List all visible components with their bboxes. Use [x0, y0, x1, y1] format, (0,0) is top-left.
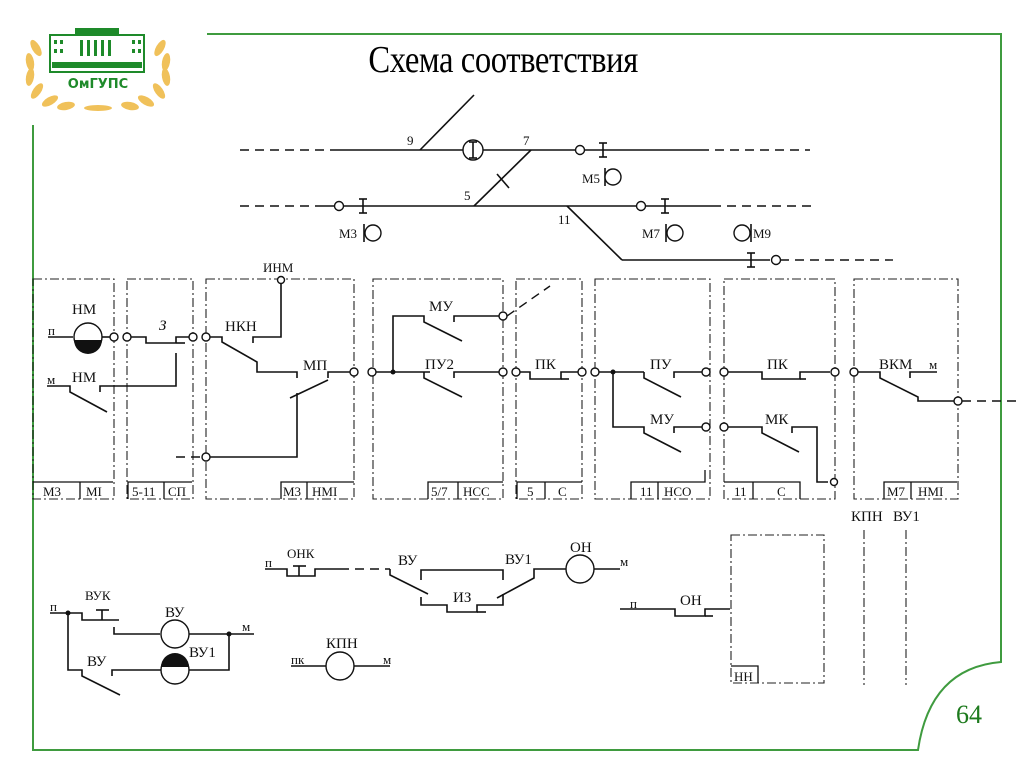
block-footer-label: 5 — [527, 484, 534, 499]
contact-label-mp: МП — [303, 358, 327, 374]
relay-label-on: ОН — [570, 540, 592, 556]
switch-label-9: 9 — [407, 133, 414, 148]
relay-nm-icon — [73, 322, 103, 354]
block-footer-label: НМI — [918, 484, 943, 499]
signal-label-m3: М3 — [339, 226, 357, 241]
relay-label-vu: ВУ — [165, 605, 185, 621]
contact-label-nm: НМ — [72, 370, 96, 386]
main-relay-circuit: п НМ З м НМ НКН ИНМ МП МУ — [47, 260, 1016, 487]
contact-label-iz: ИЗ — [453, 590, 471, 606]
terminal-m2: м — [929, 357, 937, 372]
on-indicator-circuit: п ОН НН КПН ВУ1 — [620, 509, 920, 685]
switch-label-11: 11 — [558, 212, 571, 227]
block-footer-label: 11 — [640, 484, 653, 499]
block-footer-label: М7 — [887, 484, 906, 499]
contact-label-pk2: ПК — [767, 357, 789, 373]
block-footer-label: МI — [86, 484, 102, 499]
switch-9-branch — [419, 94, 475, 151]
page-title: Схема соответствия — [368, 39, 638, 81]
contact-label-pu: ПУ — [650, 357, 672, 373]
block-footer-label: НСО — [664, 484, 691, 499]
block-footer-label: НСС — [463, 484, 490, 499]
page-number: 64 — [956, 700, 982, 729]
contact-label-vu: ВУ — [87, 654, 107, 670]
button-label-onk: ОНК — [287, 546, 315, 561]
contact-label-z: З — [159, 318, 167, 334]
contact-label-nkn: НКН — [225, 319, 257, 335]
signal-label-m5: М5 — [582, 171, 600, 186]
contact-label-vkm: ВКМ — [879, 357, 912, 373]
block-footer-label: 5-11 — [132, 484, 155, 499]
signal-label-m7: М7 — [642, 226, 661, 241]
relay-label-nm: НМ — [72, 302, 96, 318]
relay-label-kpn: КПН — [326, 636, 358, 652]
block-footer-label: 5/7 — [431, 484, 448, 499]
university-logo: ОмГУПС — [25, 28, 171, 111]
slide-frame — [32, 33, 1002, 751]
relay-block-footers: М3 МI 5-11 СП М3 НМI 5/7 НСС 5 С 11 НСО … — [33, 470, 957, 499]
contact-label-mu: МУ — [429, 299, 453, 315]
block-label-nn: НН — [734, 669, 753, 684]
block-footer-label: М3 — [283, 484, 301, 499]
relay-vu1-icon — [160, 653, 190, 685]
terminal-p: п — [630, 596, 637, 611]
vuk-circuit: п ВУК ВУ м ВУ ВУ1 — [50, 588, 254, 696]
track-plan: 9 7 М5 М3 5 11 М7 М9 — [240, 94, 893, 268]
terminal-m: м — [383, 652, 391, 667]
terminal-p: п — [48, 323, 55, 338]
column-label-kpn: КПН — [851, 509, 883, 525]
terminal-pk: пк — [291, 652, 305, 667]
terminal-m: м — [242, 619, 250, 634]
contact-label-mk: МК — [765, 412, 789, 428]
relay-label-vu1: ВУ1 — [189, 645, 216, 661]
contact-label-vu: ВУ — [398, 553, 418, 569]
contact-label-vu1: ВУ1 — [505, 552, 532, 568]
signal-label-m9: М9 — [753, 226, 771, 241]
contact-label-inm: ИНМ — [263, 260, 294, 275]
block-footer-label: М3 — [43, 484, 61, 499]
block-footer-label: С — [777, 484, 786, 499]
switch-label-7: 7 — [523, 133, 530, 148]
contact-label-on: ОН — [680, 593, 702, 609]
kpn-circuit: пк КПН м — [291, 636, 391, 681]
building-icon — [49, 28, 145, 73]
logo-text: ОмГУПС — [68, 77, 128, 92]
contact-label-pk: ПК — [535, 357, 557, 373]
block-footer-label: С — [558, 484, 567, 499]
terminal-m: м — [47, 372, 55, 387]
terminal-p: п — [265, 555, 272, 570]
button-label-vuk: ВУК — [85, 588, 111, 603]
column-label-vu1: ВУ1 — [893, 509, 920, 525]
terminal-p: п — [50, 599, 57, 614]
block-footer-label: 11 — [734, 484, 747, 499]
switch-11-branch — [566, 205, 623, 261]
relay-block-frames — [32, 278, 959, 500]
crossover-5-7 — [473, 149, 532, 207]
contact-label-mu2: МУ — [650, 412, 674, 428]
terminal-m: м — [620, 554, 628, 569]
block-footer-label: СП — [168, 484, 186, 499]
onk-circuit: п ОНК ВУ ИЗ ВУ1 ОН м — [265, 540, 628, 613]
laurel-wreath-icon — [25, 39, 171, 111]
block-footer-label: НМI — [312, 484, 337, 499]
switch-label-5: 5 — [464, 188, 471, 203]
contact-label-pu2: ПУ2 — [425, 357, 454, 373]
